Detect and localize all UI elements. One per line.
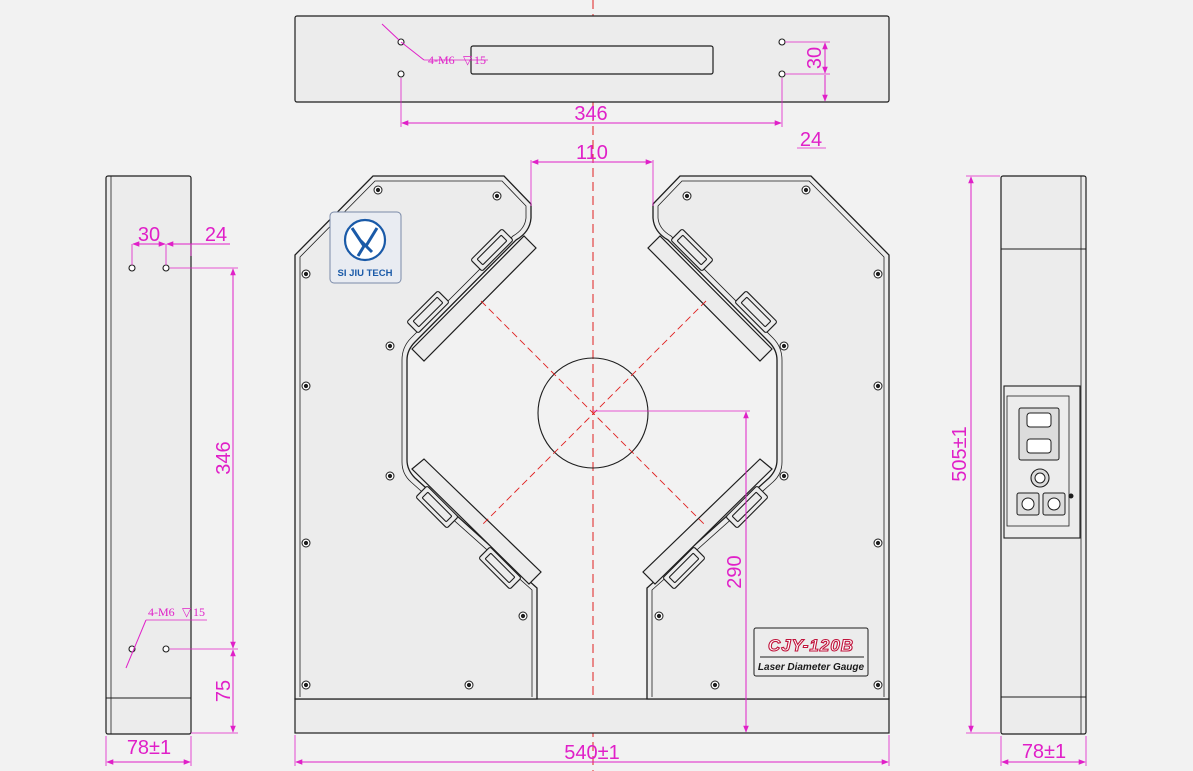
front-right-housing [646, 175, 890, 700]
front-view: SI JIU TECH CJY-120B Laser Diameter Gaug… [294, 142, 890, 766]
product-name: Laser Diameter Gauge [758, 662, 865, 673]
front-dim-290: 290 [724, 555, 746, 588]
indicator-led-icon [1068, 493, 1074, 499]
top-dim-346: 346 [574, 103, 607, 125]
logo-text: SI JIU TECH [338, 268, 393, 279]
front-left-housing [294, 175, 538, 700]
logo-mark-icon [343, 218, 387, 262]
right-view: 505±1 78±1 [949, 175, 1087, 766]
front-dim-540: 540±1 [564, 742, 619, 764]
measurement-circle [537, 357, 649, 469]
right-dim-78: 78±1 [1022, 741, 1066, 763]
left-thread-depth: 15 [193, 605, 205, 619]
front-base [294, 698, 890, 734]
front-window-strips [411, 235, 773, 585]
svg-text:▽: ▽ [182, 605, 192, 619]
top-dim-30: 30 [804, 47, 826, 69]
left-dim-346: 346 [213, 441, 235, 474]
svg-text:▽: ▽ [463, 53, 473, 67]
right-dim-505: 505±1 [949, 426, 971, 481]
top-view: 4-M6 ▽ 15 346 30 24 [294, 15, 890, 151]
left-dim-75: 75 [213, 680, 235, 702]
left-dim-30: 30 [138, 224, 160, 246]
top-dim-24: 24 [800, 129, 822, 151]
left-view: 30 24 346 75 4-M6 ▽ 15 78±1 [105, 175, 238, 766]
brand-logo: SI JIU TECH [329, 211, 402, 284]
left-thread-note: 4-M6 [148, 605, 175, 619]
left-dim-78: 78±1 [127, 737, 171, 759]
top-thread-note: 4-M6 [428, 53, 455, 67]
left-view-body [105, 175, 192, 735]
top-view-slot [470, 45, 714, 75]
front-dim-110: 110 [576, 142, 608, 164]
left-view-holes [128, 264, 170, 653]
laser-beam-2 [480, 300, 707, 527]
model-name: CJY-120B [768, 636, 854, 655]
left-dim-24: 24 [205, 224, 227, 246]
front-screws [301, 185, 883, 690]
model-plate: CJY-120B Laser Diameter Gauge [753, 627, 869, 677]
connector-panel [1003, 385, 1081, 539]
top-thread-depth: 15 [474, 53, 486, 67]
